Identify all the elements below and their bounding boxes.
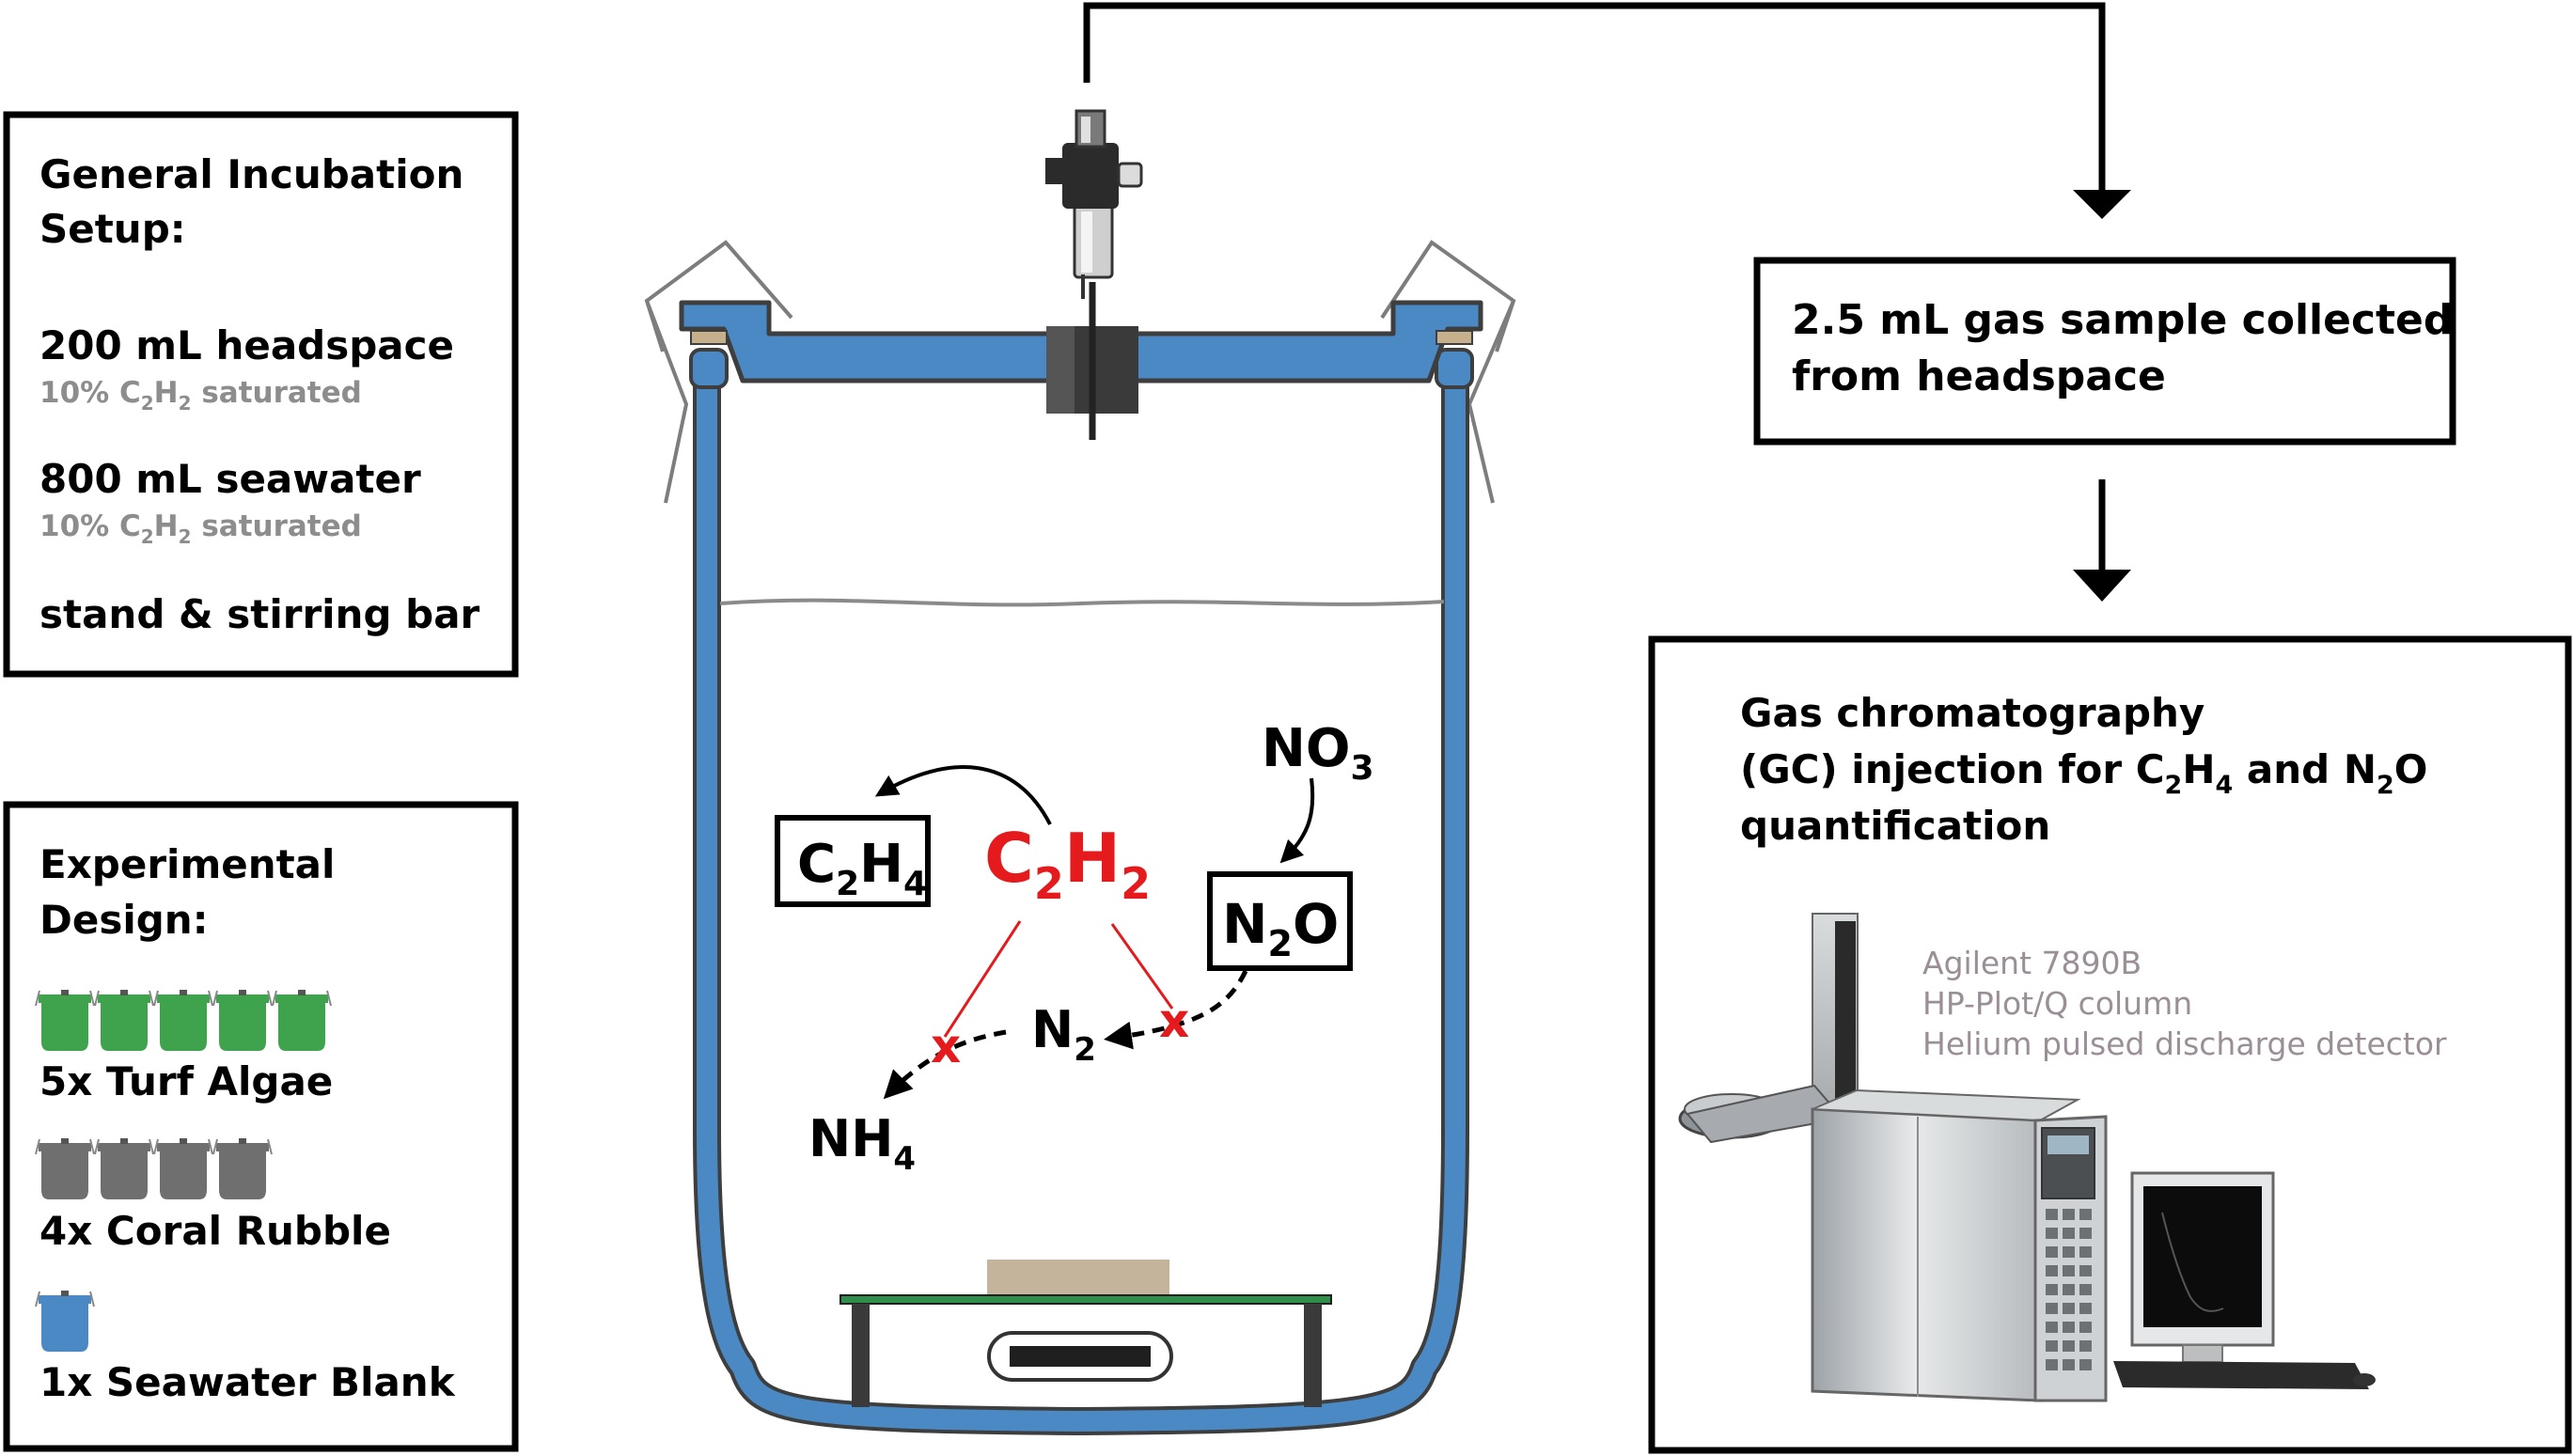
no3-label: NO3: [1262, 718, 1374, 788]
gc-key: [2063, 1340, 2075, 1352]
sample-line1: 2.5 mL gas sample collected: [1792, 296, 2453, 344]
rubble-jar-icon: [94, 1138, 154, 1199]
gc-key: [2046, 1209, 2058, 1220]
gc-spec-column: HP-Plot/Q column: [1922, 985, 2192, 1022]
water-surface: [719, 598, 1445, 607]
incubation-jar: [644, 109, 1516, 1435]
setup-title-line1: General Incubation: [39, 151, 463, 197]
headspace-note: 10% C2H2 saturated: [39, 376, 362, 415]
block-mark-right: x: [1159, 994, 1189, 1048]
gc-key: [2063, 1322, 2075, 1333]
gc-keypad: [2046, 1209, 2092, 1370]
gc-line1: Gas chromatography: [1740, 690, 2204, 736]
arrowhead-sample: [2073, 190, 2131, 219]
setup-box: General Incubation Setup: 200 mL headspa…: [3, 111, 519, 678]
n2-label: N2: [1031, 1000, 1096, 1069]
gc-key: [2046, 1340, 2058, 1352]
turf-jar-icon: [153, 990, 213, 1051]
design-box: Experimental Design: 5x Turf Algae 4x Co…: [3, 801, 519, 1452]
setup-title-line2: Setup:: [39, 206, 186, 252]
left-clamp: [644, 240, 793, 504]
c2h4-label: C2H4: [797, 834, 927, 903]
stir-stand: [839, 1260, 1332, 1407]
gc-key: [2063, 1228, 2075, 1239]
turf-jar-icon: [35, 990, 95, 1051]
seawater-blank-jars: [35, 1291, 95, 1352]
coral-rubble-label: 4x Coral Rubble: [39, 1208, 391, 1254]
gc-key: [2046, 1265, 2058, 1276]
gc-key: [2079, 1265, 2092, 1276]
gc-spec-model: Agilent 7890B: [1922, 945, 2142, 981]
turf-algae-label: 5x Turf Algae: [39, 1058, 333, 1104]
gc-key: [2046, 1322, 2058, 1333]
stand-label: stand & stirring bar: [39, 591, 480, 637]
headspace-label: 200 mL headspace: [39, 322, 454, 368]
turf-algae-jars: [35, 990, 332, 1051]
n2o-to-n2-arrow: [1104, 969, 1248, 1050]
rubble-jar-icon: [212, 1138, 273, 1199]
gc-key: [2063, 1246, 2075, 1258]
gc-key: [2063, 1359, 2075, 1370]
gc-key: [2079, 1303, 2092, 1314]
gc-key: [2063, 1265, 2075, 1276]
syringe-to-sample-line: [1083, 2, 2106, 199]
syringe-icon: [1045, 109, 1143, 440]
rubble-jar-icon: [153, 1138, 213, 1199]
nh4-label: NH4: [808, 1109, 916, 1178]
gc-key: [2063, 1284, 2075, 1295]
gc-key: [2063, 1209, 2075, 1220]
turf-jar-icon: [212, 990, 273, 1051]
gc-key: [2079, 1284, 2092, 1295]
design-title-line1: Experimental: [39, 841, 335, 887]
gas-chromatograph-icon: [1678, 913, 2376, 1402]
gc-key: [2079, 1322, 2092, 1333]
turf-jar-icon: [94, 990, 154, 1051]
inhibition-line-right: [1110, 923, 1174, 1010]
gc-key: [2079, 1359, 2092, 1370]
gc-key: [2079, 1228, 2092, 1239]
gc-key: [2046, 1303, 2058, 1314]
gc-key: [2046, 1246, 2058, 1258]
no3-to-n2o-arrow: [1279, 777, 1315, 864]
gc-key: [2046, 1359, 2058, 1370]
rubble-jar-icon: [35, 1138, 95, 1199]
gc-key: [2079, 1209, 2092, 1220]
inhibition-line-left: [943, 920, 1022, 1038]
block-mark-left: x: [931, 1019, 961, 1073]
reaction-scheme: C2H4 C2H2 NO3 N2O N2 NH4 x x: [775, 718, 1374, 1178]
seawater-note: 10% C2H2 saturated: [39, 509, 362, 548]
gc-line2: (GC) injection for C2H4 and N2O: [1740, 746, 2428, 800]
gc-key: [2063, 1303, 2075, 1314]
sample-box: 2.5 mL gas sample collected from headspa…: [1753, 257, 2456, 446]
flow-arrows: [1083, 2, 2131, 602]
seawater-label: 800 mL seawater: [39, 456, 421, 502]
gc-key: [2046, 1284, 2058, 1295]
c2h2-label: C2H2: [984, 819, 1151, 909]
n2o-label: N2O: [1222, 892, 1339, 964]
stirring-bar: [1010, 1346, 1151, 1367]
gc-spec-detector: Helium pulsed discharge detector: [1922, 1025, 2447, 1062]
gc-key: [2079, 1246, 2092, 1258]
gc-key: [2046, 1228, 2058, 1239]
turf-jar-icon: [272, 990, 332, 1051]
gc-line3: quantification: [1740, 803, 2050, 849]
gc-box: Gas chromatography (GC) injection for C2…: [1648, 635, 2572, 1454]
gc-key: [2079, 1340, 2092, 1352]
c2h2-to-c2h4-arrow: [874, 765, 1052, 825]
sample-line2: from headspace: [1792, 352, 2166, 400]
design-title-line2: Design:: [39, 897, 209, 943]
blank-jar-icon: [35, 1291, 95, 1352]
coral-rubble-jars: [35, 1138, 273, 1199]
seawater-blank-label: 1x Seawater Blank: [39, 1359, 456, 1405]
arrowhead-gc: [2073, 570, 2131, 602]
